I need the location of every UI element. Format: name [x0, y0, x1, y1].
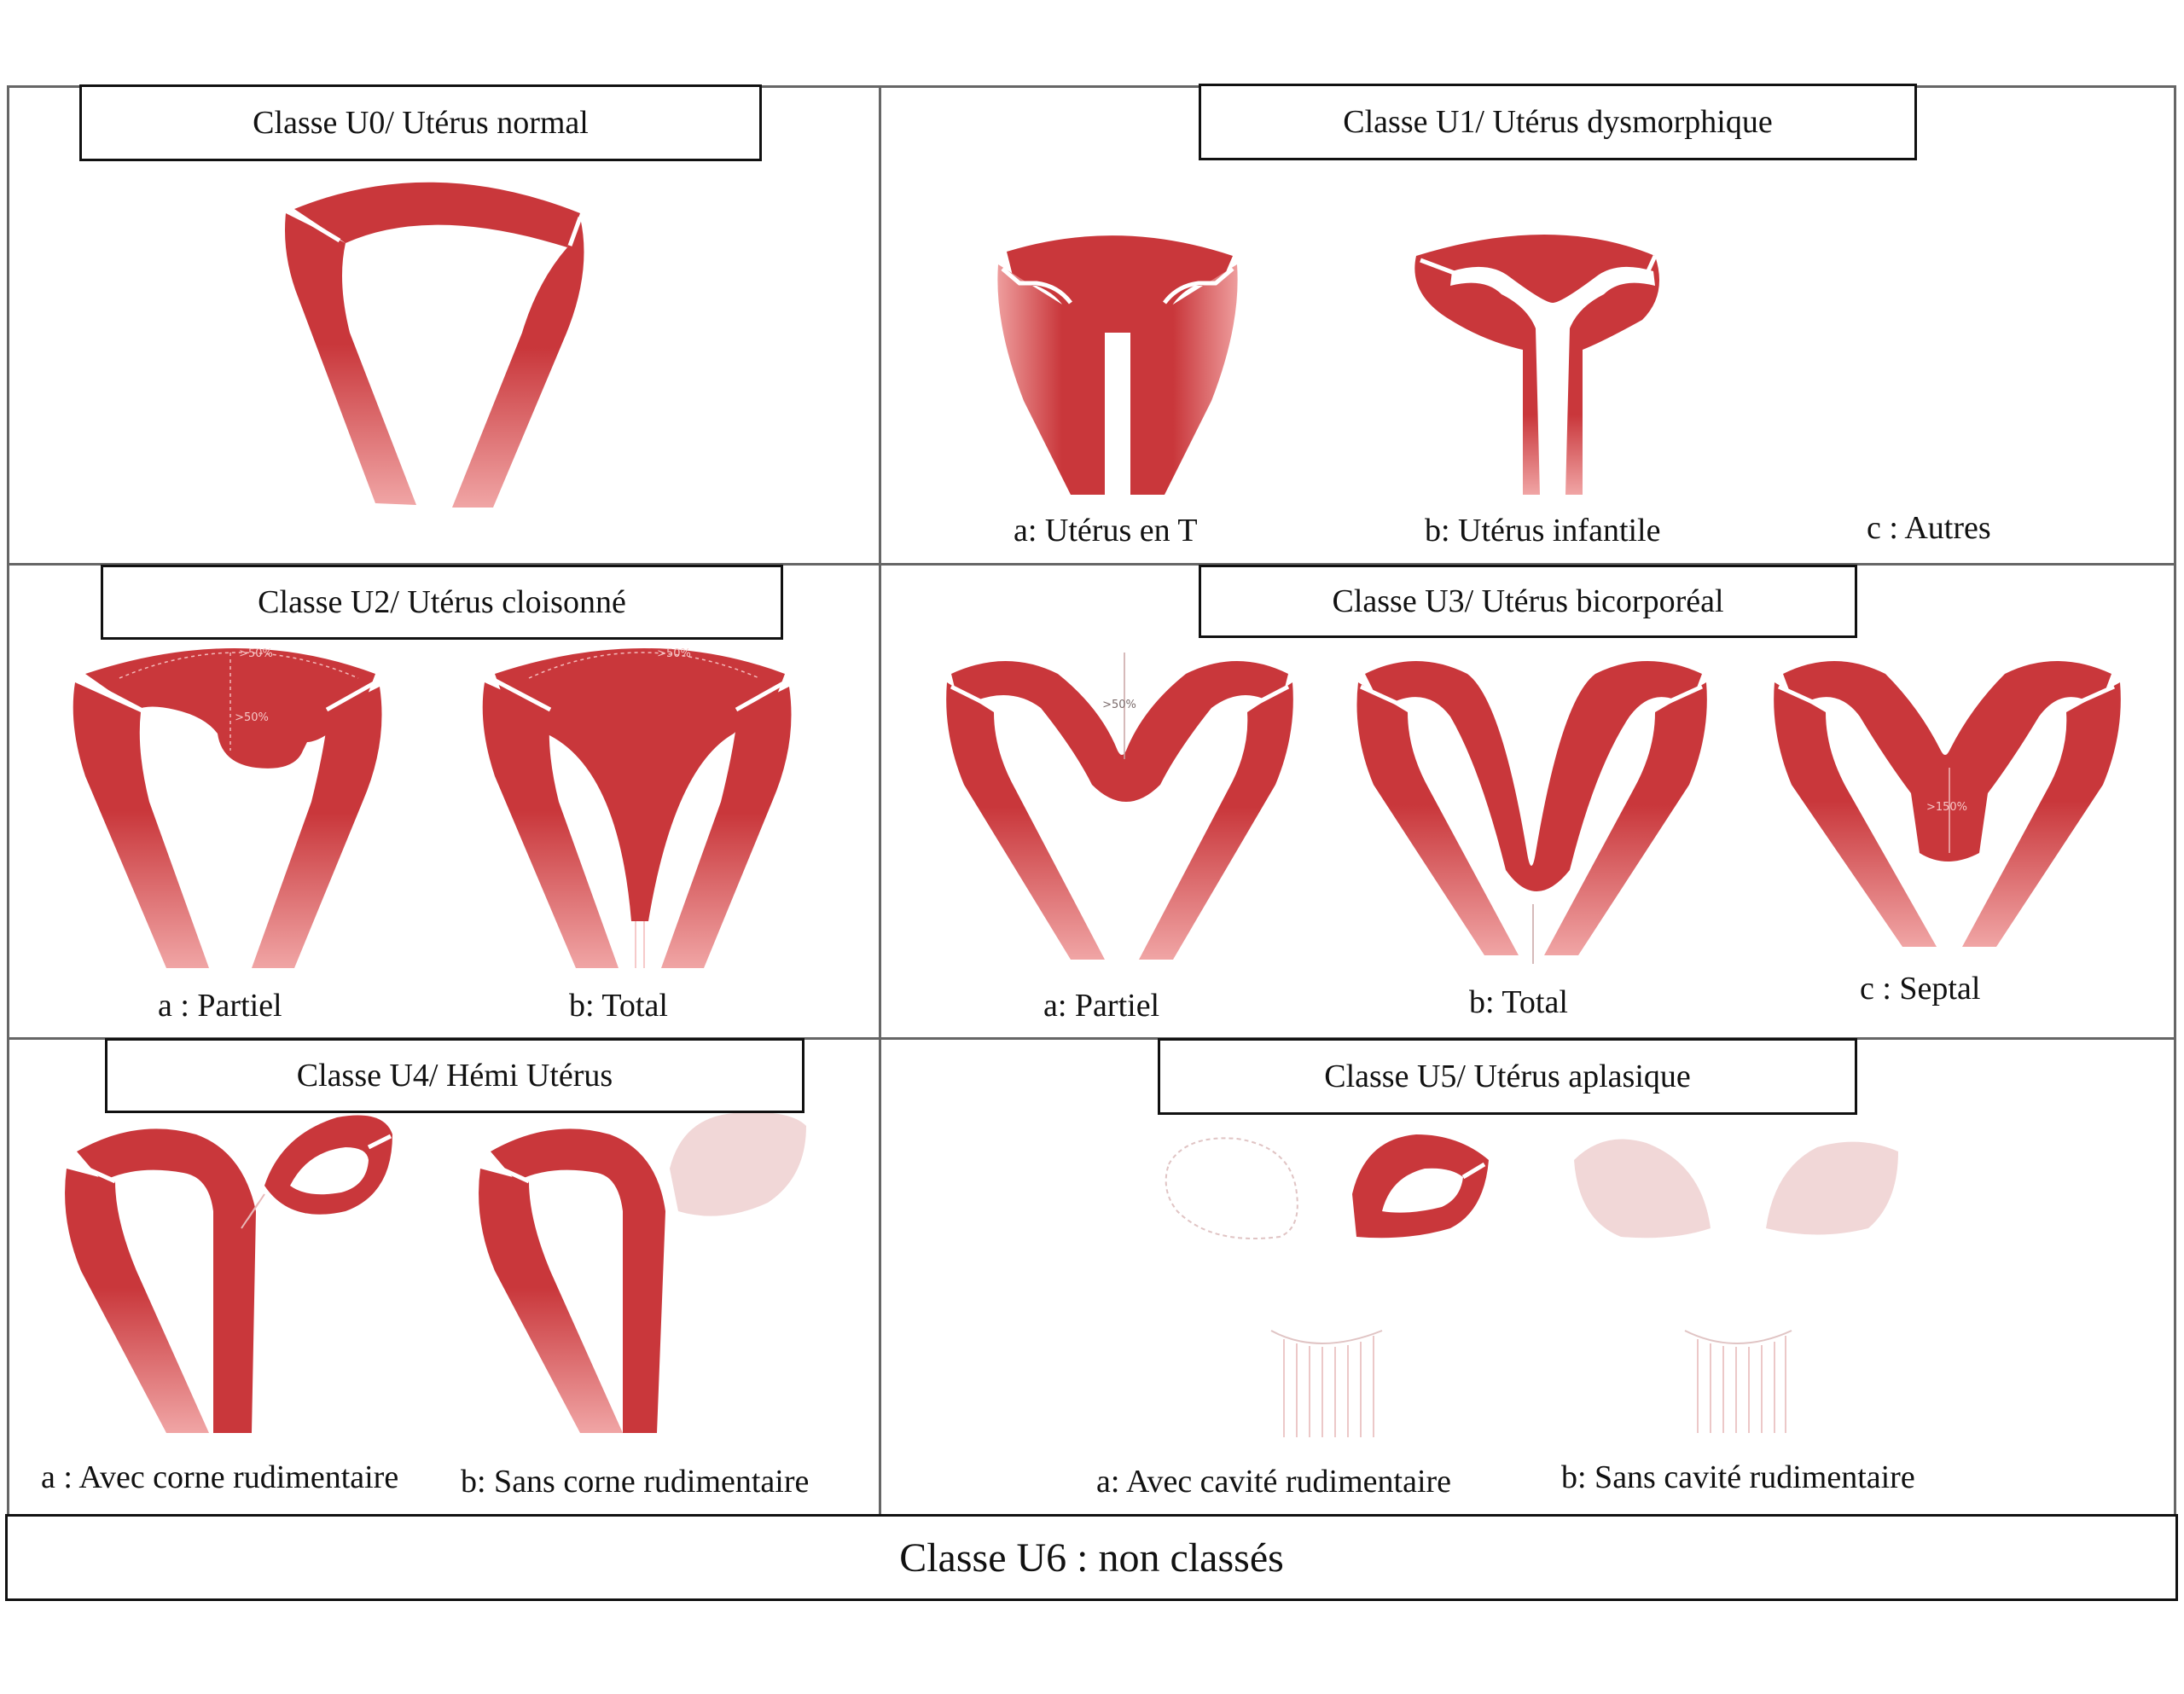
- u2b-total-septate: [482, 648, 792, 968]
- u3b-total-bicorporeal: [1356, 661, 1707, 964]
- u2a-caption: a : Partiel: [158, 988, 282, 1024]
- u3c-mark: >150%: [1926, 801, 1967, 814]
- u3-title: Classe U3/ Utérus bicorporéal: [1199, 565, 1857, 638]
- u2b-caption: b: Total: [569, 988, 668, 1024]
- u1c-caption: c : Autres: [1867, 510, 1991, 546]
- u3a-caption: a: Partiel: [1043, 988, 1160, 1024]
- grid-border-right: [2174, 85, 2176, 1518]
- u4-title: Classe U4/ Hémi Utérus: [105, 1038, 804, 1113]
- grid-divider-row1: [7, 563, 2176, 566]
- u3c-septal-bicorporeal: [1774, 661, 2121, 947]
- u2a-mark-septum: >50%: [235, 711, 269, 724]
- u3c-caption: c : Septal: [1860, 971, 1981, 1007]
- u1-title: Classe U1/ Utérus dysmorphique: [1199, 84, 1917, 160]
- u4a-hemi-with-horn: [65, 1115, 392, 1433]
- u5-title: Classe U5/ Utérus aplasique: [1158, 1038, 1857, 1115]
- u5a-aplastic-with-cavity: [1165, 1134, 1489, 1437]
- u4a-caption: a : Avec corne rudimentaire: [41, 1459, 399, 1495]
- u2a-partial-septate: [73, 648, 382, 968]
- u2-title: Classe U2/ Utérus cloisonné: [101, 565, 783, 640]
- u3a-mark: >50%: [1102, 699, 1136, 711]
- u4b-caption: b: Sans corne rudimentaire: [461, 1464, 810, 1500]
- u5a-caption: a: Avec cavité rudimentaire: [1096, 1464, 1452, 1500]
- u2b-mark-top: >50%: [657, 647, 691, 660]
- u5b-aplastic-without-cavity: [1574, 1139, 1898, 1433]
- u5b-caption: b: Sans cavité rudimentaire: [1561, 1459, 1915, 1495]
- u1a-caption: a: Utérus en T: [1014, 513, 1198, 548]
- u2a-mark-top: >50%: [239, 647, 273, 660]
- u1b-infantile-uterus: [1414, 235, 1659, 495]
- u4b-hemi-without-horn: [479, 1112, 806, 1433]
- grid-border-left: [7, 85, 9, 1518]
- u1b-caption: b: Utérus infantile: [1425, 513, 1661, 548]
- u1a-t-uterus: [997, 235, 1238, 495]
- grid-divider-vertical: [879, 85, 881, 1517]
- u0-normal-uterus: [285, 182, 584, 508]
- u3a-partial-bicorporeal: [946, 653, 1293, 960]
- u6-title: Classe U6 : non classés: [5, 1514, 2178, 1601]
- grid-divider-row2: [7, 1037, 2176, 1040]
- u0-title: Classe U0/ Utérus normal: [79, 84, 762, 161]
- u3b-caption: b: Total: [1469, 984, 1568, 1020]
- grid-border-top: [7, 85, 2176, 88]
